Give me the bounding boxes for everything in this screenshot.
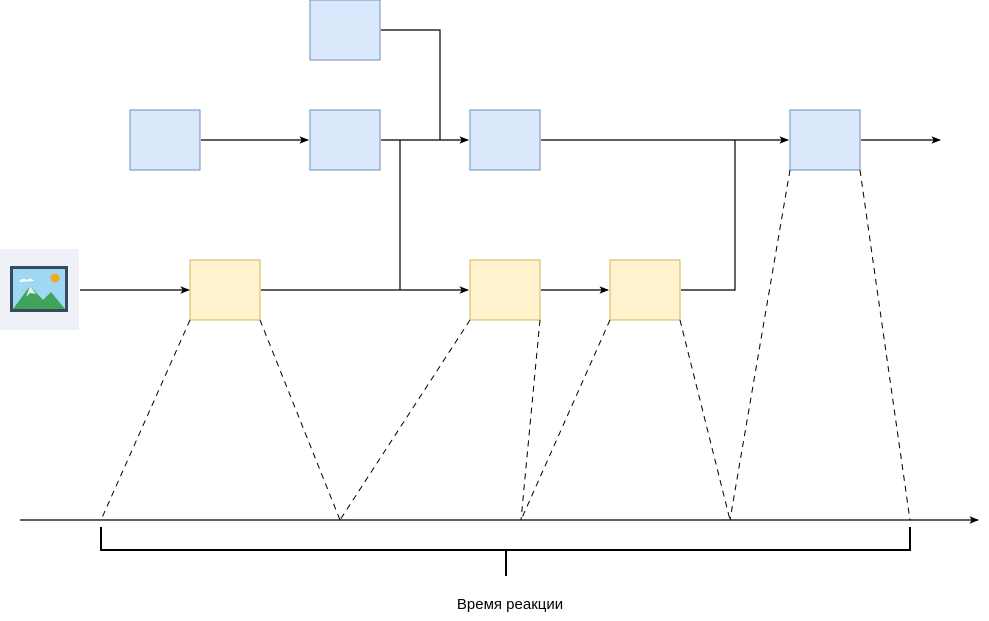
blue-box-3 <box>469 109 541 171</box>
blue-box-4 <box>789 109 861 171</box>
dashed-projections <box>100 169 911 521</box>
blue-box-1 <box>129 109 201 171</box>
reaction-time-bracket <box>100 527 911 576</box>
yellow-box-2 <box>469 259 541 321</box>
reaction-time-caption: Время реакции <box>456 596 564 613</box>
blue-box-top <box>309 0 381 61</box>
yellow-box-1 <box>189 259 261 321</box>
connectors <box>80 29 941 294</box>
blue-box-2 <box>309 109 381 171</box>
image-icon <box>0 249 79 330</box>
yellow-box-3 <box>609 259 681 321</box>
